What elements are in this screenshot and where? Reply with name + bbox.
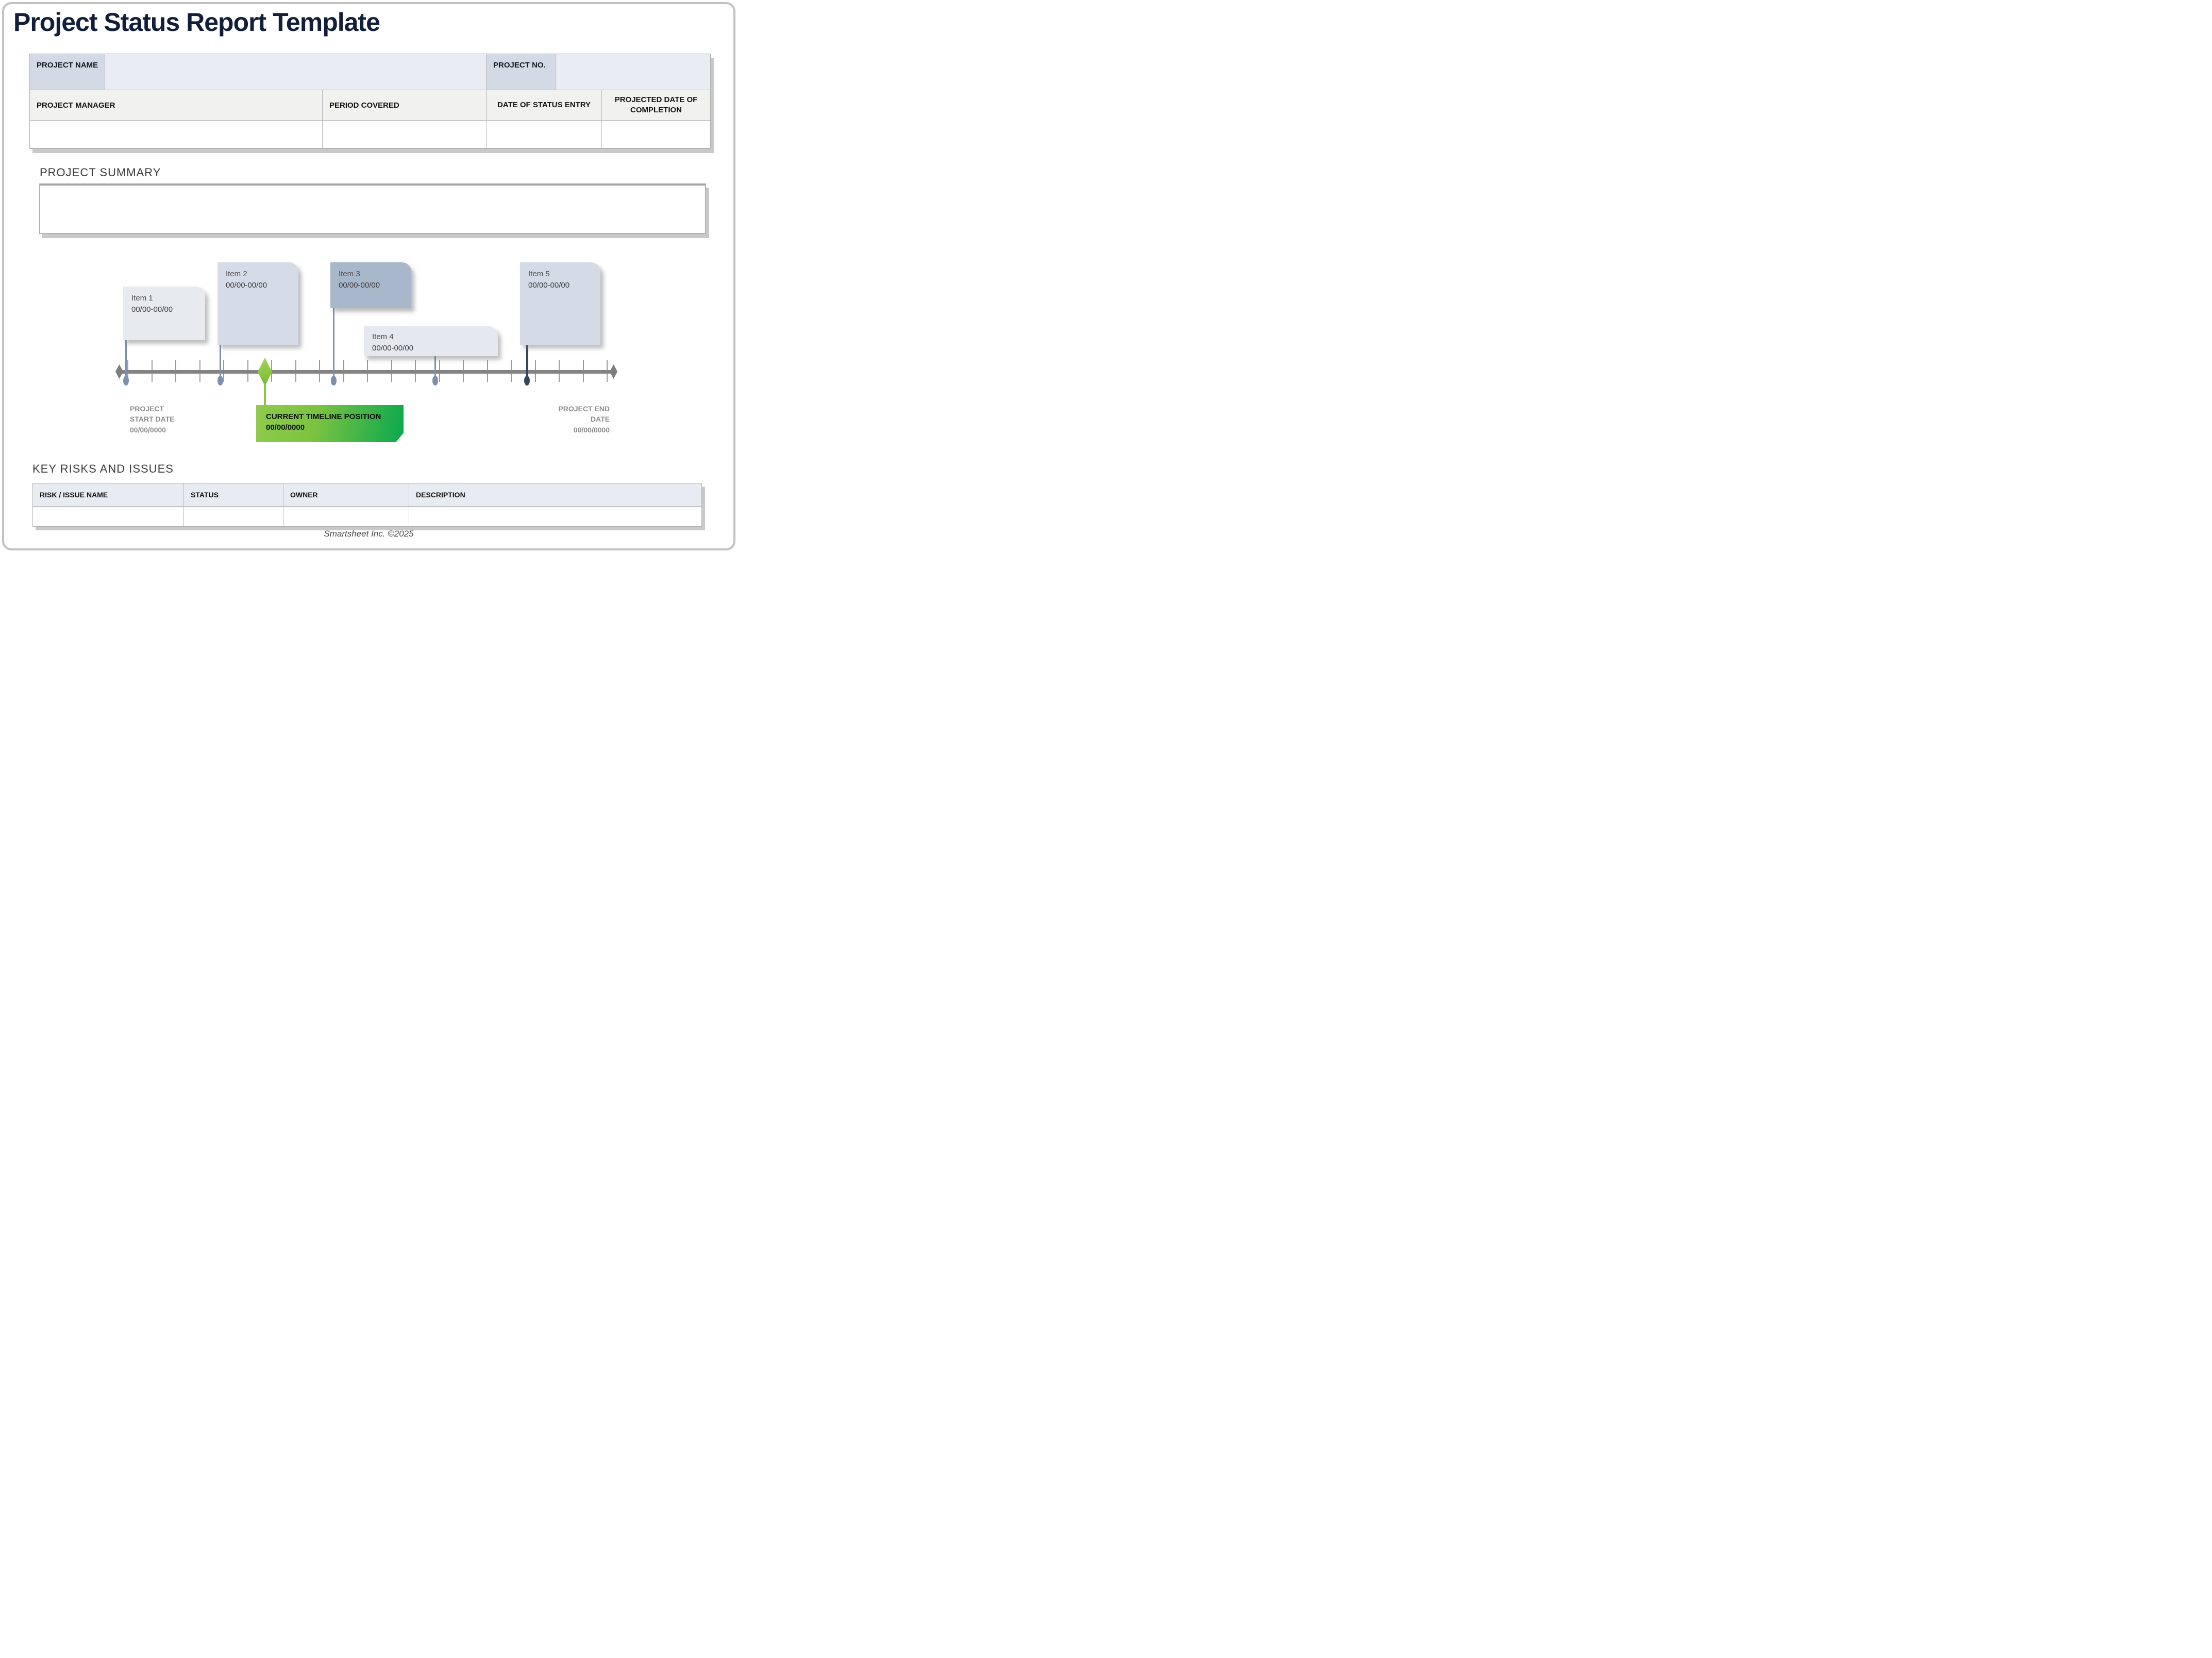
item-2-stem bbox=[220, 345, 221, 380]
date-of-status-entry-input[interactable] bbox=[487, 121, 602, 148]
project-name-label: PROJECT NAME bbox=[30, 54, 105, 90]
status-input[interactable] bbox=[184, 507, 283, 526]
item-dates: 00/00-00/00 bbox=[131, 305, 173, 314]
project-name-label-text: PROJECT NAME bbox=[37, 61, 98, 70]
date-of-status-entry-header: DATE OF STATUS ENTRY bbox=[487, 90, 602, 121]
project-status-report-page: Project Status Report Template PROJECT N… bbox=[0, 0, 738, 552]
project-info-table: PROJECT NAME PROJECT NO. PROJECT MANAGER… bbox=[29, 54, 711, 149]
item-label: Item 4 bbox=[372, 332, 394, 341]
timeline-start-diamond-icon bbox=[115, 364, 123, 379]
item-5-marker-icon bbox=[524, 376, 530, 386]
description-input[interactable] bbox=[409, 507, 701, 526]
start-label-line1: PROJECT bbox=[130, 405, 164, 413]
timeline-end-diamond-icon bbox=[610, 364, 617, 379]
risk-name-input[interactable] bbox=[33, 507, 184, 526]
start-label-date: 00/00/0000 bbox=[130, 425, 166, 434]
item-2-marker-icon bbox=[217, 376, 223, 386]
timeline-item-3[interactable]: Item 3 00/00-00/00 bbox=[330, 262, 411, 308]
owner-header: OWNER bbox=[283, 483, 409, 507]
table-row bbox=[33, 507, 701, 526]
item-3-stem bbox=[333, 308, 334, 380]
footer-credit: Smartsheet Inc. ©2025 bbox=[324, 529, 414, 539]
page-title: Project Status Report Template bbox=[13, 8, 380, 37]
timeline-item-5[interactable]: Item 5 00/00-00/00 bbox=[520, 262, 600, 345]
item-1-marker-icon bbox=[123, 376, 129, 386]
folded-corner-icon bbox=[396, 433, 404, 442]
table-row bbox=[30, 121, 710, 148]
current-timeline-position-note[interactable]: CURRENT TIMELINE POSITION 00/00/0000 bbox=[256, 405, 404, 442]
item-dates: 00/00-00/00 bbox=[528, 281, 570, 290]
table-row: PROJECT NAME PROJECT NO. bbox=[30, 54, 710, 90]
project-name-input[interactable] bbox=[105, 54, 487, 90]
current-position-diamond-icon bbox=[258, 358, 272, 386]
item-dates: 00/00-00/00 bbox=[339, 281, 380, 290]
item-1-stem bbox=[125, 340, 127, 380]
timeline-item-2[interactable]: Item 2 00/00-00/00 bbox=[217, 262, 298, 345]
project-no-input[interactable] bbox=[556, 54, 710, 90]
item-3-marker-icon bbox=[331, 376, 337, 386]
table-row: PROJECT MANAGER PERIOD COVERED DATE OF S… bbox=[30, 90, 710, 121]
current-position-label: CURRENT TIMELINE POSITION bbox=[266, 412, 381, 421]
timeline-bar bbox=[119, 370, 613, 374]
period-covered-input[interactable] bbox=[323, 121, 487, 148]
table-header-row: RISK / ISSUE NAME STATUS OWNER DESCRIPTI… bbox=[33, 483, 701, 507]
project-start-date-label: PROJECT START DATE 00/00/0000 bbox=[130, 404, 175, 435]
current-position-stem bbox=[264, 383, 266, 405]
project-manager-header: PROJECT MANAGER bbox=[30, 90, 323, 121]
project-no-label: PROJECT NO. bbox=[487, 54, 556, 90]
key-risks-heading: KEY RISKS AND ISSUES bbox=[32, 462, 174, 475]
item-dates: 00/00-00/00 bbox=[226, 281, 267, 290]
project-end-date-label: PROJECT END DATE 00/00/0000 bbox=[558, 404, 610, 435]
item-dates: 00/00-00/00 bbox=[372, 344, 414, 353]
end-label-date: 00/00/0000 bbox=[573, 425, 610, 434]
timeline-item-1[interactable]: Item 1 00/00-00/00 bbox=[123, 287, 205, 340]
item-4-marker-icon bbox=[432, 376, 438, 386]
project-summary-input[interactable] bbox=[39, 183, 706, 234]
item-label: Item 2 bbox=[226, 270, 247, 278]
status-header: STATUS bbox=[184, 483, 283, 507]
projected-date-header: PROJECTED DATE OF COMPLETION bbox=[602, 90, 710, 121]
owner-input[interactable] bbox=[283, 507, 409, 526]
project-summary-heading: PROJECT SUMMARY bbox=[40, 166, 161, 179]
end-label-line2: DATE bbox=[590, 415, 610, 424]
end-label-line1: PROJECT END bbox=[558, 405, 610, 413]
project-manager-input[interactable] bbox=[30, 121, 323, 148]
timeline-item-4[interactable]: Item 4 00/00-00/00 bbox=[364, 326, 498, 356]
project-no-label-text: PROJECT NO. bbox=[493, 61, 546, 70]
item-4-stem bbox=[434, 356, 436, 380]
current-position-date: 00/00/0000 bbox=[266, 423, 305, 432]
start-label-line2: START DATE bbox=[130, 415, 175, 424]
item-label: Item 1 bbox=[131, 294, 153, 303]
risks-table: RISK / ISSUE NAME STATUS OWNER DESCRIPTI… bbox=[32, 483, 702, 527]
risk-name-header: RISK / ISSUE NAME bbox=[33, 483, 184, 507]
item-label: Item 3 bbox=[339, 270, 360, 278]
item-5-stem bbox=[526, 345, 528, 380]
description-header: DESCRIPTION bbox=[409, 483, 701, 507]
projected-date-input[interactable] bbox=[602, 121, 710, 148]
period-covered-header: PERIOD COVERED bbox=[323, 90, 487, 121]
item-label: Item 5 bbox=[528, 270, 550, 278]
